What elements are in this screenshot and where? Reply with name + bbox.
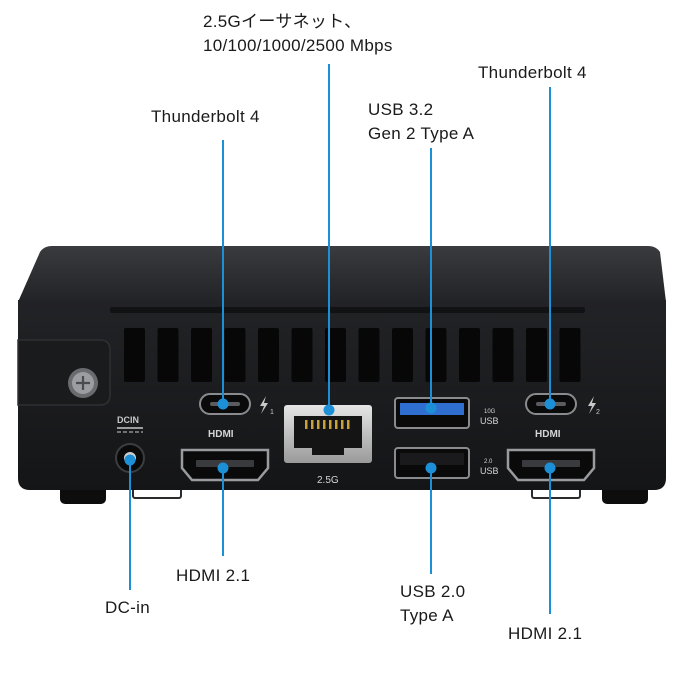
usb20-label: USB 2.0 Type A xyxy=(400,580,465,628)
vent-slot xyxy=(358,328,380,382)
usb32-panel-text: USB xyxy=(480,416,499,426)
usb32-label-line2: Gen 2 Type A xyxy=(368,124,475,143)
usb20-panel-text: USB xyxy=(480,466,499,476)
chassis-top xyxy=(18,246,666,302)
callout-dot-usb32 xyxy=(425,402,437,414)
usb32-label-line1: USB 3.2 xyxy=(368,100,434,119)
callout-dot-thunderbolt-right xyxy=(544,398,556,410)
usb20-speed-text: 2.0 xyxy=(484,459,493,465)
hdmi-right-label: HDMI 2.1 xyxy=(508,624,583,643)
vent-slot xyxy=(392,328,413,382)
ethernet-pin xyxy=(305,420,308,429)
hdmi-right-panel-text: HDMI xyxy=(535,429,561,440)
ethernet-pin xyxy=(341,420,344,429)
dcin-label: DC-in xyxy=(105,598,150,617)
callout-dot-hdmi-right xyxy=(544,462,556,474)
lock-screw-cross xyxy=(76,376,90,390)
chassis-seam xyxy=(110,307,585,313)
thunderbolt-left-num: 1 xyxy=(270,409,274,416)
callout-dot-usb20 xyxy=(425,462,437,474)
thunderbolt-right-icon xyxy=(588,396,596,414)
lock-tab xyxy=(17,339,111,406)
thunderbolt-right-num: 2 xyxy=(596,409,600,416)
hdmi-left-panel-text: HDMI xyxy=(208,429,234,440)
vent-slot xyxy=(492,328,514,382)
vent-slot xyxy=(124,328,145,382)
callout-lines xyxy=(124,64,556,614)
vent-slot xyxy=(425,328,447,382)
vent-slot xyxy=(224,328,246,382)
callout-dot-ethernet xyxy=(323,404,335,416)
vent-slot xyxy=(157,328,179,382)
callout-dot-thunderbolt-left xyxy=(217,398,229,410)
ethernet-pin xyxy=(317,420,320,429)
usb20-label-line2: Type A xyxy=(400,606,454,625)
usb32-speed-text: 10G xyxy=(484,409,496,415)
usb32-label: USB 3.2 Gen 2 Type A xyxy=(368,98,474,146)
vent-slot xyxy=(258,328,279,382)
vent-slot xyxy=(191,328,212,382)
vent-slot xyxy=(325,328,346,382)
ethernet-pins xyxy=(305,420,350,429)
callout-dot-dcin xyxy=(124,454,136,466)
hdmi-left-label: HDMI 2.1 xyxy=(176,566,251,585)
vent-slot xyxy=(291,328,313,382)
ethernet-pin xyxy=(335,420,338,429)
usb20-tongue xyxy=(400,453,464,465)
ethernet-pin xyxy=(347,420,350,429)
thunderbolt-left-icon xyxy=(260,396,268,414)
dcin-panel-text: DCIN xyxy=(117,415,139,425)
ethernet-label-line2: 10/100/1000/2500 Mbps xyxy=(203,36,393,55)
vent-slot xyxy=(459,328,480,382)
vent-slot xyxy=(526,328,547,382)
ethernet-pin xyxy=(329,420,332,429)
thunderbolt-right-label: Thunderbolt 4 xyxy=(478,63,587,82)
ethernet-pin xyxy=(311,420,314,429)
ethernet-label: 2.5Gイーサネット、 10/100/1000/2500 Mbps xyxy=(203,10,393,58)
callout-dot-hdmi-left xyxy=(217,462,229,474)
ethernet-label-line1: 2.5Gイーサネット、 xyxy=(203,12,362,31)
ethernet-speed-text: 2.5G xyxy=(317,475,339,486)
usb20-label-line1: USB 2.0 xyxy=(400,582,466,601)
thunderbolt-left-label: Thunderbolt 4 xyxy=(151,107,260,126)
ethernet-pin xyxy=(323,420,326,429)
vent-slot xyxy=(559,328,581,382)
